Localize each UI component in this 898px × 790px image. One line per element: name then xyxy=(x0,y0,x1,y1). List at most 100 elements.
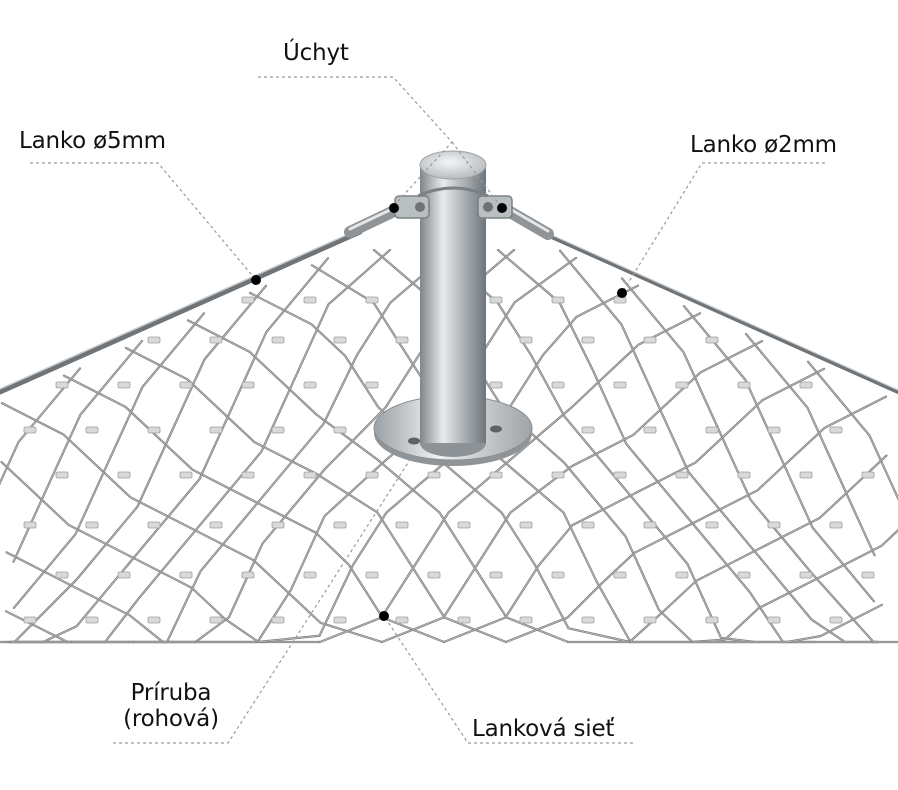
mesh-ferrule xyxy=(303,571,317,579)
mesh-ferrule xyxy=(519,616,533,624)
mesh-ferrule xyxy=(55,571,69,579)
mesh-wire xyxy=(0,402,384,644)
mesh-ferrule xyxy=(489,471,503,479)
mesh-wire xyxy=(311,264,693,643)
edge-cable-2mm xyxy=(543,231,898,394)
clamp-right xyxy=(477,195,554,240)
mesh-ferrule xyxy=(23,616,37,624)
mesh-ferrule xyxy=(737,571,751,579)
mesh-ferrule xyxy=(519,521,533,529)
mesh-ferrule xyxy=(23,426,37,434)
label-priruba-line2: (rohová) xyxy=(123,706,219,732)
mesh-wire xyxy=(1,461,321,643)
mesh-ferrule xyxy=(613,296,627,304)
label-priruba-line1: Príruba xyxy=(130,680,212,706)
post-cap xyxy=(419,150,487,180)
label-lanko-5mm: Lanko ø5mm xyxy=(19,128,166,154)
mesh-ferrule xyxy=(365,571,379,579)
mesh-ferrule xyxy=(303,296,317,304)
mesh-wire xyxy=(187,320,569,643)
marker-uchyt-left xyxy=(389,203,399,213)
mesh-wire xyxy=(567,455,887,643)
mesh-ferrule xyxy=(209,336,223,344)
mesh-ferrule xyxy=(581,616,595,624)
mesh-ferrule xyxy=(767,616,781,624)
marker-uchyt-right xyxy=(497,203,507,213)
mesh-ferrule xyxy=(767,521,781,529)
mesh-ferrule xyxy=(271,426,285,434)
flange-bolt-hole xyxy=(490,425,502,433)
mesh-ferrule xyxy=(643,521,657,529)
mesh-ferrule xyxy=(117,571,131,579)
mesh-wire xyxy=(807,361,898,500)
mesh-wire xyxy=(319,313,701,643)
mesh-ferrule xyxy=(705,426,719,434)
mesh-wire xyxy=(186,319,570,644)
leader-lines xyxy=(30,76,825,744)
mesh-ferrule xyxy=(799,381,813,389)
mesh-ferrule xyxy=(147,426,161,434)
mesh-ferrule xyxy=(675,471,689,479)
mesh-ferrule xyxy=(333,336,347,344)
mesh-wire xyxy=(9,257,329,643)
mesh-ferrule xyxy=(829,426,843,434)
mesh-wire xyxy=(1,402,383,643)
mesh-wire xyxy=(6,552,259,643)
label-lankova-siet: Lanková sieť xyxy=(472,716,615,742)
mesh-ferrule xyxy=(737,471,751,479)
mesh-ferrule xyxy=(581,521,595,529)
mesh-ferrule xyxy=(333,426,347,434)
mesh-ferrule xyxy=(303,381,317,389)
mesh-ferrule xyxy=(489,381,503,389)
mesh-ferrule xyxy=(829,616,843,624)
mesh-ferrule xyxy=(395,336,409,344)
label-lanko-2mm: Lanko ø2mm xyxy=(690,132,837,158)
leader-uchyt xyxy=(258,76,453,211)
mesh-wire xyxy=(4,610,198,644)
mesh-ferrule xyxy=(613,571,627,579)
mesh-ferrule xyxy=(179,471,193,479)
mesh-ferrule xyxy=(581,336,595,344)
mesh-ferrule xyxy=(767,426,781,434)
mesh-ferrule xyxy=(551,571,565,579)
mesh-wire xyxy=(63,375,445,643)
mesh-ferrule xyxy=(829,521,843,529)
mesh-ferrule xyxy=(241,471,255,479)
mesh-ferrule xyxy=(179,381,193,389)
mesh-ferrule xyxy=(613,471,627,479)
mesh-ferrule xyxy=(365,381,379,389)
mesh-ferrule xyxy=(427,471,441,479)
mesh-ferrule xyxy=(519,336,533,344)
mesh-ferrule xyxy=(209,616,223,624)
mesh-wire xyxy=(435,249,817,643)
mesh-ferrule xyxy=(489,571,503,579)
leader-sietka xyxy=(383,615,633,744)
mesh-ferrule xyxy=(551,381,565,389)
label-uchyt: Úchyt xyxy=(283,40,349,66)
mesh-ferrule xyxy=(117,471,131,479)
mesh-ferrule xyxy=(147,616,161,624)
mesh-wire xyxy=(504,395,888,644)
mesh-ferrule xyxy=(705,521,719,529)
mesh-ferrule xyxy=(23,521,37,529)
mesh-ferrule xyxy=(85,521,99,529)
mesh-ferrule xyxy=(271,336,285,344)
mesh-wire xyxy=(0,461,322,644)
mesh-ferrule xyxy=(209,426,223,434)
mesh-ferrule xyxy=(705,616,719,624)
mesh-ferrule xyxy=(551,471,565,479)
mesh-ferrule xyxy=(551,296,565,304)
leader-lanko5 xyxy=(30,162,257,281)
mesh-wire xyxy=(691,604,883,643)
mesh-ferrule xyxy=(613,381,627,389)
mesh-wire xyxy=(381,340,763,643)
mesh-ferrule xyxy=(55,381,69,389)
mesh-wire xyxy=(505,396,887,643)
mesh-ferrule xyxy=(303,471,317,479)
mesh-ferrule xyxy=(737,381,751,389)
mesh-ferrule xyxy=(117,381,131,389)
mesh-ferrule xyxy=(241,571,255,579)
mesh-ferrule xyxy=(241,381,255,389)
leader-lanko2 xyxy=(621,162,825,294)
